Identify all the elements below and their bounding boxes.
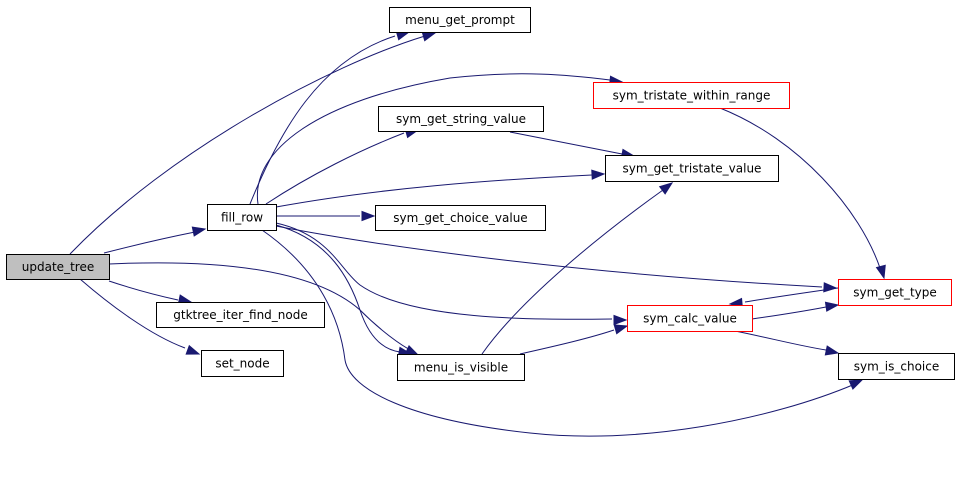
node-box xyxy=(593,82,790,109)
node-label: menu_is_visible xyxy=(414,361,508,375)
edge-line xyxy=(509,131,623,155)
node-sym-calc-value[interactable]: sym_calc_value xyxy=(627,305,753,332)
node-set-node[interactable]: set_node xyxy=(201,350,284,377)
edge-update-tree-to-fill-row xyxy=(103,226,207,254)
edge-fill-row-to-sym-get-choice-value xyxy=(276,210,376,222)
node-label: sym_get_tristate_value xyxy=(623,162,762,176)
edge-line xyxy=(719,107,881,269)
edge-line xyxy=(108,280,179,301)
edge-line xyxy=(734,330,827,351)
edge-line xyxy=(275,225,823,288)
node-label: sym_calc_value xyxy=(643,312,737,326)
edge-sym-tristate-within-range-to-sym-get-type xyxy=(719,107,886,280)
edge-sym-calc-value-to-sym-get-type xyxy=(751,301,840,320)
edge-arrowhead xyxy=(848,379,864,390)
edge-fill-row-to-sym-get-type xyxy=(275,225,838,293)
node-label: sym_get_string_value xyxy=(396,112,526,126)
node-label: sym_is_choice xyxy=(854,360,940,374)
edge-arrowhead xyxy=(824,345,840,356)
node-box xyxy=(201,350,284,377)
edge-arrowhead xyxy=(875,264,886,280)
edge-arrowhead xyxy=(613,324,629,335)
edge-menu-is-visible-to-sym-calc-value xyxy=(519,324,629,355)
node-box xyxy=(6,254,110,280)
edge-line xyxy=(519,329,615,355)
edge-line xyxy=(261,229,856,437)
node-label: update_tree xyxy=(22,260,94,274)
edge-line xyxy=(481,189,664,355)
node-label: sym_get_choice_value xyxy=(393,211,527,225)
edge-line xyxy=(249,35,396,205)
edge-line xyxy=(103,231,196,254)
edge-sym-calc-value-to-sym-is-choice xyxy=(734,330,840,356)
edge-line xyxy=(265,132,405,205)
node-label: sym_tristate_within_range xyxy=(613,89,771,103)
edge-fill-row-to-sym-get-tristate-value xyxy=(275,169,606,208)
edge-line xyxy=(751,306,827,320)
node-sym-tristate-within-range[interactable]: sym_tristate_within_range xyxy=(593,82,790,109)
edge-arrowhead xyxy=(658,182,674,195)
edge-line xyxy=(275,222,613,320)
edge-line xyxy=(79,278,186,349)
edge-arrowhead xyxy=(591,169,606,180)
node-box xyxy=(375,205,546,231)
node-label: gtktree_iter_find_node xyxy=(173,308,308,322)
edge-menu-is-visible-to-sym-get-tristate-value xyxy=(481,182,674,355)
edge-update-tree-to-set-node xyxy=(79,278,201,355)
nodes-layer: update_tree fill_row gtktree_iter_find_nod… xyxy=(6,7,955,381)
node-sym-is-choice[interactable]: sym_is_choice xyxy=(838,353,955,380)
node-menu-get-prompt[interactable]: menu_get_prompt xyxy=(389,7,531,33)
edge-line xyxy=(275,224,401,353)
edge-fill-row-to-sym-is-choice xyxy=(261,229,864,437)
node-label: sym_get_type xyxy=(853,286,937,300)
node-box xyxy=(605,155,779,182)
edge-line xyxy=(256,73,611,205)
edge-line xyxy=(108,262,415,353)
node-sym-get-string-value[interactable]: sym_get_string_value xyxy=(378,106,544,132)
edge-arrowhead xyxy=(185,344,201,355)
node-gtktree-iter-find-node[interactable]: gtktree_iter_find_node xyxy=(156,302,325,328)
node-sym-get-tristate-value[interactable]: sym_get_tristate_value xyxy=(605,155,779,182)
node-box xyxy=(838,279,952,306)
node-box xyxy=(627,305,753,332)
edge-line xyxy=(744,287,839,303)
edge-arrowhead xyxy=(613,314,628,326)
edge-arrowhead xyxy=(823,282,838,293)
node-menu-is-visible[interactable]: menu_is_visible xyxy=(397,354,525,381)
node-box xyxy=(397,354,525,381)
node-update-tree[interactable]: update_tree xyxy=(6,254,110,280)
edge-fill-row-to-sym-get-string-value xyxy=(265,128,420,205)
edge-line xyxy=(69,35,426,255)
edge-arrowhead xyxy=(361,210,376,222)
edge-arrowhead xyxy=(191,226,207,237)
edge-fill-row-to-sym-calc-value xyxy=(275,222,628,326)
edge-line xyxy=(275,174,593,208)
edge-fill-row-to-menu-get-prompt xyxy=(249,30,411,205)
edge-arrowhead xyxy=(824,301,840,312)
node-fill-row[interactable]: fill_row xyxy=(207,204,277,231)
node-box xyxy=(389,7,531,33)
node-box xyxy=(378,106,544,132)
node-label: fill_row xyxy=(221,211,263,225)
node-label: menu_get_prompt xyxy=(405,13,515,27)
node-label: set_node xyxy=(215,357,269,371)
node-box xyxy=(156,302,325,328)
node-box xyxy=(838,353,955,380)
node-box xyxy=(207,204,277,231)
node-sym-get-choice-value[interactable]: sym_get_choice_value xyxy=(375,205,546,231)
node-sym-get-type[interactable]: sym_get_type xyxy=(838,279,952,306)
